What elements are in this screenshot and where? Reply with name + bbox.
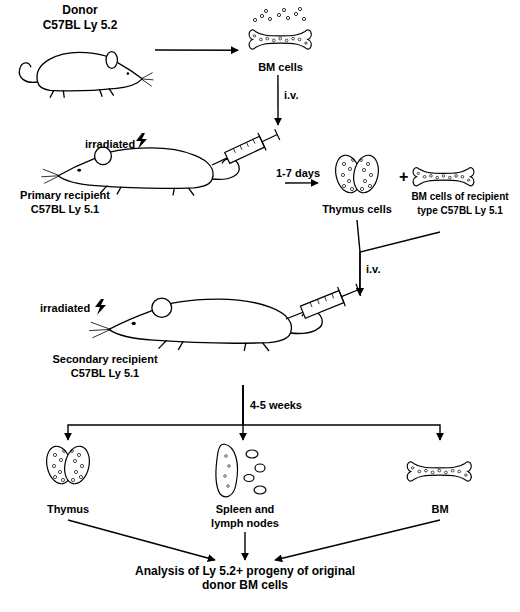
bm-bone xyxy=(407,462,471,481)
node-text: BM cells xyxy=(238,60,323,74)
arrow-connector xyxy=(285,182,318,184)
thymus-node: Thymus cells xyxy=(318,150,396,220)
mouse-node: Primary recipientC57BL Ly 5.1 xyxy=(5,125,285,218)
bm-cell-dots xyxy=(253,7,305,21)
arrow-connector xyxy=(242,385,243,440)
spleen-drawing xyxy=(216,444,266,497)
bone-node: BM cells xyxy=(238,20,323,75)
result-box: Analysis of Ly 5.2+ progeny of original … xyxy=(120,560,370,604)
spleen-node: Spleen and lymph nodes xyxy=(200,440,290,532)
arrow-connector xyxy=(155,49,238,51)
arrow-connector xyxy=(275,520,440,560)
mouse-node: DonorC57BL Ly 5.2 xyxy=(5,3,155,103)
arrow-connector xyxy=(243,385,440,440)
node-text: Spleen and lymph nodes xyxy=(205,502,285,530)
node-text: Thymus cells xyxy=(318,202,396,216)
edge-label: 1-7 days xyxy=(276,166,320,180)
irradiation-bolt xyxy=(95,299,106,315)
free-label: irradiated xyxy=(85,137,135,151)
edge-label: i.v. xyxy=(284,88,298,102)
arrow-connector xyxy=(277,75,278,125)
arrow-connector xyxy=(68,520,215,560)
node-text: Analysis of Ly 5.2+ progeny of original … xyxy=(132,564,358,592)
arrow-connector xyxy=(357,220,360,295)
arrow-connector xyxy=(360,232,440,295)
free-label: + xyxy=(399,168,408,186)
arrow-connector xyxy=(68,385,243,440)
recipient-bone xyxy=(413,168,474,186)
secondary-mouse xyxy=(89,298,322,351)
node-text: BM xyxy=(400,502,480,516)
node-text: C57BL Ly 5.1 xyxy=(5,202,125,216)
bone-node: BM xyxy=(400,440,480,520)
syringe xyxy=(208,126,281,174)
bone-node: BM cells of recipient type C57BL Ly 5.1 xyxy=(405,160,515,232)
syringe xyxy=(282,280,362,329)
irradiation-bolt xyxy=(136,133,147,149)
mouse-node: Secondary recipientC57BL Ly 5.1 xyxy=(40,295,390,385)
edge-label: 4-5 weeks xyxy=(250,398,302,412)
donor-mouse xyxy=(19,52,153,98)
donor-bone xyxy=(249,30,311,49)
edge-label: i.v. xyxy=(366,262,380,276)
node-text: Secondary recipient xyxy=(40,352,170,366)
node-text: C57BL Ly 5.2 xyxy=(5,18,155,32)
node-text: C57BL Ly 5.1 xyxy=(40,366,170,380)
primary-mouse xyxy=(41,147,239,195)
node-text: Primary recipient xyxy=(5,188,125,202)
arrow-connector xyxy=(244,532,245,560)
node-text: BM cells of recipient type C57BL Ly 5.1 xyxy=(405,190,515,218)
node-text: Thymus xyxy=(30,502,106,516)
free-label: irradiated xyxy=(40,301,90,315)
thymus-node: Thymus xyxy=(30,440,106,520)
thymus-drawing xyxy=(43,444,92,486)
node-text: Donor xyxy=(5,3,155,17)
thymus-drawing xyxy=(332,153,381,195)
